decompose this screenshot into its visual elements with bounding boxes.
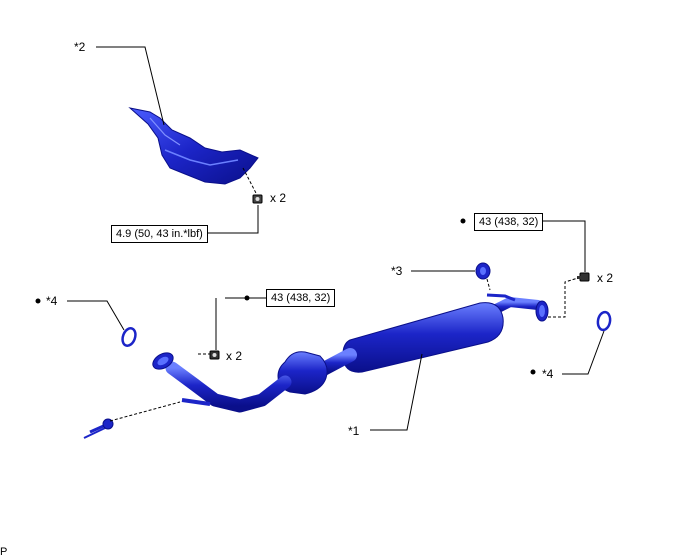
front-nut-part — [209, 350, 220, 360]
rear-bolt-part — [577, 272, 590, 282]
callout-exhaust-support: *3 — [391, 264, 403, 278]
assembly-dashed-lines — [109, 167, 579, 422]
qty-rear-bolts: x 2 — [597, 271, 614, 285]
bullet-dots — [35, 218, 536, 375]
callout-heat-insulator: *2 — [74, 40, 86, 54]
footer-code: P — [0, 546, 8, 558]
qty-heat-insulator: x 2 — [270, 191, 287, 205]
callout-exhaust-pipe: *1 — [348, 424, 360, 438]
torque-box-rear-bolts: 43 (438, 32) — [474, 213, 544, 231]
callout-gasket-right: *4 — [542, 367, 554, 381]
gasket-left-part — [121, 327, 137, 347]
heat-insulator-part — [128, 107, 259, 185]
torque-box-front-nuts: 43 (438, 32) — [266, 289, 336, 307]
exhaust-support-part — [475, 262, 491, 280]
callout-gasket-left: *4 — [46, 294, 58, 308]
heat-insulator-nut-part — [252, 194, 263, 204]
gasket-right-part — [596, 310, 612, 332]
qty-front-nuts: x 2 — [226, 349, 243, 363]
exhaust-pipe-part — [83, 293, 549, 439]
torque-box-heat-insulator: 4.9 (50, 43 in.*lbf) — [111, 225, 208, 243]
